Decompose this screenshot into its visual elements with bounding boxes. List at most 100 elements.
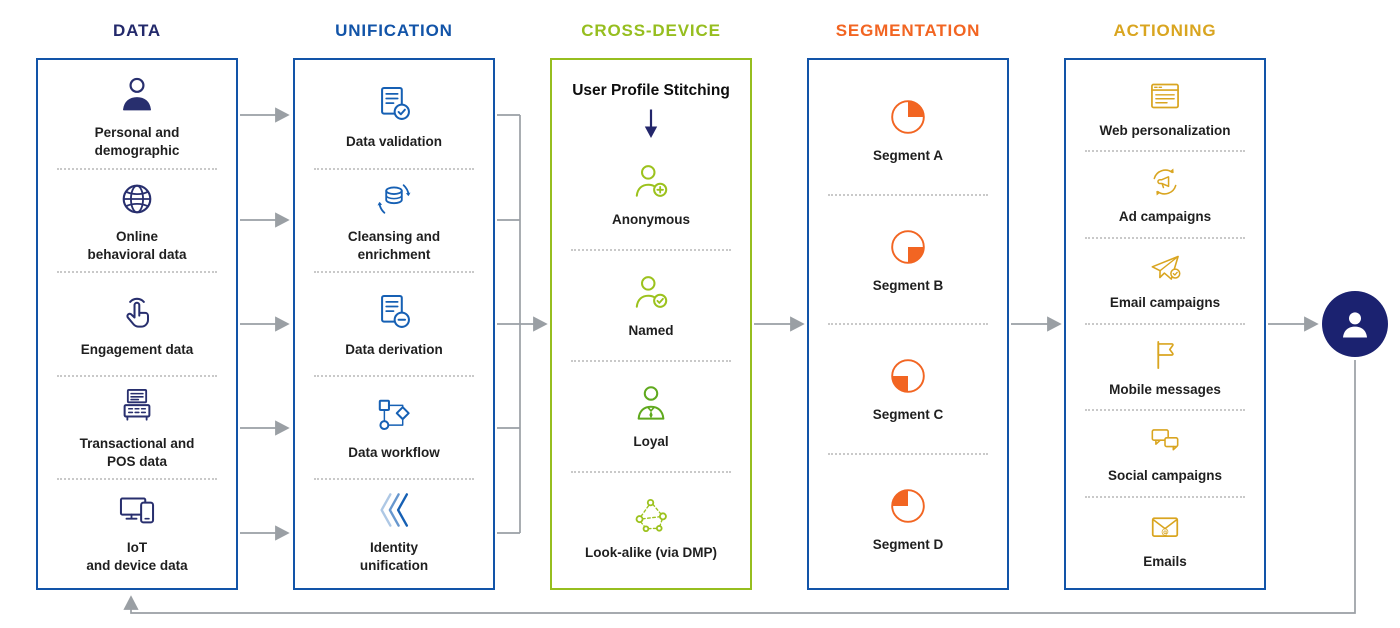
item-social-campaigns: Social campaigns [1074,411,1256,495]
dotted-separator [313,167,475,170]
item-label: Look-alike (via DMP) [584,545,718,561]
dotted-separator [313,478,475,481]
item-label: Web personalization [1099,122,1231,138]
item-personal-and-demographic: Personal and demographic [46,66,228,168]
ad-campaign-icon [1146,163,1184,201]
social-chat-icon [1146,422,1184,460]
database-sync-icon [372,177,416,221]
item-data-derivation: Data derivation [303,273,485,375]
user-profile-stitching-header: User Profile Stitching [560,66,742,140]
dotted-separator [313,374,475,377]
item-data-validation: Data validation [303,66,485,168]
column-title-cross-device: CROSS-DEVICE [581,21,721,40]
item-label: Social campaigns [1107,468,1223,484]
item-label: Email campaigns [1109,295,1221,311]
item-label: Cleansing and enrichment [347,229,441,262]
item-segment-b: Segment B [817,196,999,324]
pie-quarter-b-icon [885,224,931,270]
item-transactional-and-pos-data: Transactional and POS data [46,377,228,479]
dotted-separator [570,471,732,473]
person-icon [115,73,159,117]
dotted-separator [1084,495,1246,498]
globe-icon [115,177,159,221]
column-title-actioning: ACTIONING [1113,21,1217,40]
workflow-icon [372,393,416,437]
item-iot-and-device-data: IoT and device data [46,480,228,582]
email-envelope-icon: @ [1146,508,1184,546]
dotted-separator [1084,322,1246,325]
item-web-personalization: Web personalization [1074,66,1256,150]
item-label: Data validation [345,134,443,150]
network-icon [629,493,673,537]
item-label: Transactional and POS data [79,436,195,470]
dotted-separator [56,167,218,170]
column-title-data: DATA [112,21,162,40]
item-mobile-messages: Mobile messages [1074,325,1256,409]
browser-icon [1146,77,1184,115]
item-label: Segment A [872,148,943,164]
dotted-separator [827,193,989,196]
item-anonymous: Anonymous [560,140,742,249]
item-named: Named [560,251,742,360]
dotted-separator [1084,236,1246,239]
item-label: Engagement data [80,341,194,357]
dotted-separator [570,360,732,362]
item-loyal: Loyal [560,362,742,471]
pos-icon [115,384,159,428]
item-label: Segment C [872,407,944,423]
dotted-separator [56,271,218,274]
person-add-icon [629,160,673,204]
item-label: Personal and demographic [94,125,180,159]
column-box-segmentation: Segment A Segment B Segment C Segment D [807,58,1009,590]
item-label: Ad campaigns [1118,209,1212,225]
item-label: IoT and device data [86,539,188,573]
item-label: Data workflow [348,445,440,461]
pie-quarter-a-icon [885,94,931,140]
item-label: Anonymous [611,212,690,228]
item-engagement-data: Engagement data [46,273,228,375]
dotted-separator [827,452,989,455]
item-data-workflow: Data workflow [303,377,485,479]
item-label: Named [628,323,674,339]
pie-quarter-c-icon [885,353,931,399]
item-emails: @ Emails [1074,498,1256,582]
item-segment-a: Segment A [817,66,999,194]
item-label: Segment D [872,536,944,552]
dotted-separator [1084,150,1246,153]
column-actioning: ACTIONING Web personalization Ad campaigns… [1064,20,1266,590]
devices-icon [115,488,159,532]
dotted-separator [56,374,218,377]
item-cleansing-and-enrichment: Cleansing and enrichment [303,170,485,272]
item-label: Loyal [633,434,669,450]
item-label: Online behavioral data [87,229,187,262]
item-email-campaigns: Email campaigns [1074,239,1256,323]
item-label: Data derivation [345,341,443,357]
mobile-message-icon [1146,336,1184,374]
dotted-separator [827,323,989,325]
item-identity-unification: Identity unification [303,480,485,582]
column-title-unification: UNIFICATION [335,21,453,40]
person-loyal-icon [629,382,673,426]
document-minus-icon [372,290,416,334]
dotted-separator [570,249,732,251]
item-label: Identity unification [359,539,429,573]
item-label: Segment B [872,277,944,293]
pie-quarter-d-icon [885,483,931,529]
end-user-icon [1337,306,1373,342]
svg-text:@: @ [1161,528,1169,537]
item-look-alike-via-dmp: Look-alike (via DMP) [560,473,742,582]
person-check-icon [629,271,673,315]
item-segment-c: Segment C [817,325,999,453]
item-label: Mobile messages [1109,381,1221,397]
document-check-icon [372,82,416,126]
item-label: Emails [1143,554,1187,570]
dotted-separator [56,478,218,481]
